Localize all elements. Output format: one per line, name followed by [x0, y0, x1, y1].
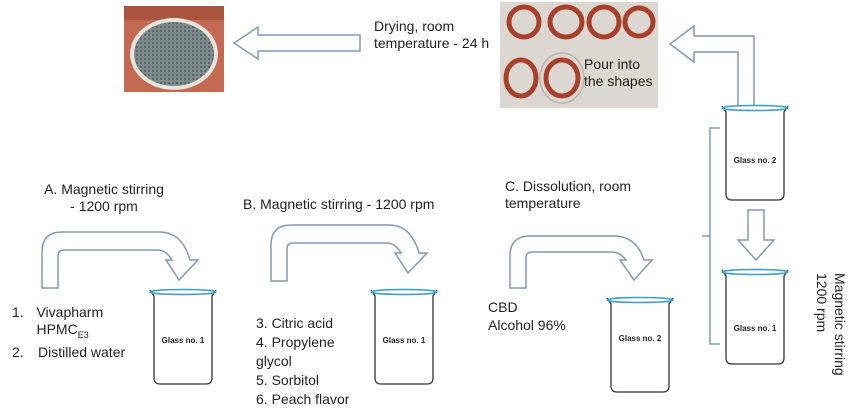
- beaker-right-bottom: [721, 268, 789, 365]
- step-b-label: B. Magnetic stirring - 1200 rpm: [243, 196, 435, 212]
- ingredient-number: 2.: [12, 343, 24, 360]
- ingredients-b-list: 3. Citric acid 4. Propylene glycol 5. So…: [256, 314, 366, 409]
- step-c-arrow: [509, 235, 654, 289]
- beaker-a-label: Glass no. 1: [161, 336, 205, 345]
- ingredients-a-list: 1. Vivapharm HPMCE3 2. Distilled water: [12, 304, 152, 361]
- ingredients-c-list: CBD Alcohol 96%: [488, 298, 598, 334]
- dried-film-photo: [124, 6, 224, 92]
- beaker-right-top-label: Glass no. 2: [733, 156, 777, 165]
- molds-image: [500, 2, 658, 108]
- ingredient-item: 3. Citric acid: [256, 315, 334, 331]
- pour-arrow: [668, 24, 755, 107]
- drying-label: Drying, room temperature - 24 h: [374, 18, 490, 51]
- beaker-b-label: Glass no. 1: [382, 336, 426, 345]
- ingredient-text: Vivapharm HPMCE3: [36, 304, 104, 340]
- dried-film-image: [124, 6, 224, 92]
- merge-down-arrow: [736, 209, 776, 262]
- pour-label: Pour into the shapes: [584, 56, 653, 89]
- beaker-a: [149, 288, 217, 385]
- beaker-c-label: Glass no. 2: [618, 334, 662, 343]
- step-a-arrow: [41, 231, 200, 289]
- ingredient-item: 5. Sorbitol: [256, 372, 320, 388]
- step-b-arrow: [270, 224, 429, 282]
- drying-arrow: [232, 25, 361, 61]
- ingredient-item: 1. Vivapharm HPMCE3: [12, 304, 152, 344]
- step-a-label: A. Magnetic stirring - 1200 rpm: [44, 181, 164, 214]
- beaker-b: [370, 288, 438, 385]
- ingredient-subscript: E3: [77, 329, 89, 340]
- ingredient-number: 1.: [12, 304, 24, 320]
- molds-photo: Pour into the shapes: [500, 2, 658, 108]
- ingredient-item: 2. Distilled water: [12, 344, 152, 361]
- ingredient-item: 4. Propylene glycol: [256, 334, 335, 369]
- beaker-c: [606, 296, 674, 393]
- merge-stirring-label: Magnetic stirring 1200 rpm: [814, 273, 848, 376]
- beaker-right-bottom-label: Glass no. 1: [733, 324, 777, 333]
- ingredient-text: Distilled water: [38, 343, 126, 360]
- ingredient-item: 6. Peach flavor: [256, 391, 350, 407]
- merge-bracket: [702, 127, 720, 345]
- ingredient-item: Alcohol 96%: [488, 317, 566, 333]
- step-c-label: C. Dissolution, room temperature: [505, 178, 632, 211]
- beaker-right-top: [721, 104, 789, 201]
- ingredient-item: CBD: [488, 299, 518, 315]
